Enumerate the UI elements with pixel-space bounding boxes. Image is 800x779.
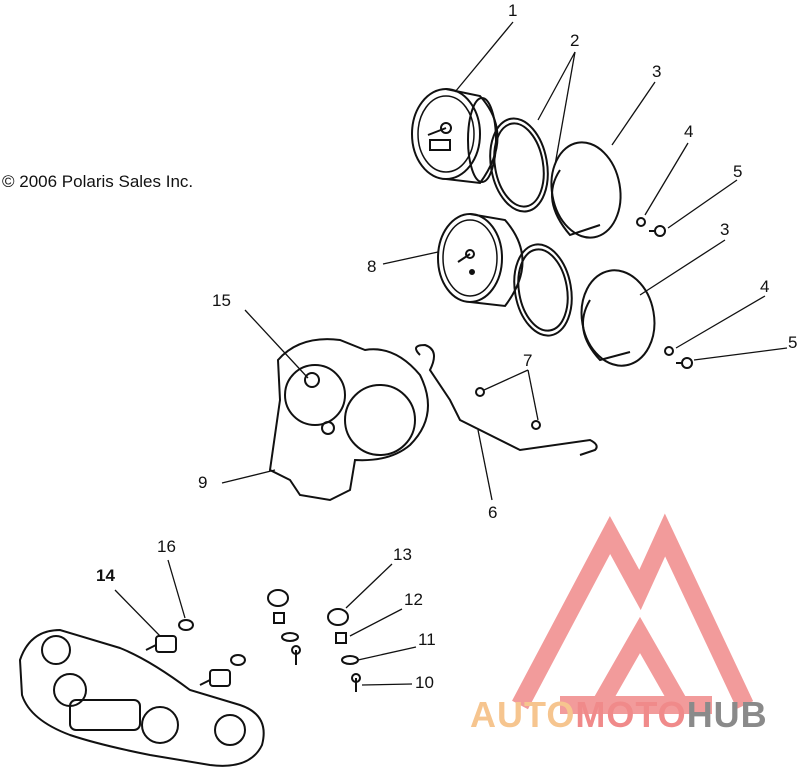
brand-moto: MOTO [575,694,687,735]
callout-10: 10 [415,673,434,692]
callout-15: 15 [212,291,231,310]
callout-16: 16 [157,537,176,556]
callout-4a: 4 [684,122,694,141]
washer-4b [664,346,674,356]
callout-3b: 3 [720,220,730,239]
callout-6: 6 [488,503,498,522]
clip-7b [531,420,541,430]
callout-4b: 4 [760,277,770,296]
callout-5b: 5 [788,333,798,352]
callout-5a: 5 [733,162,743,181]
callout-13: 13 [393,545,412,564]
callout-12: 12 [404,590,423,609]
callout-8: 8 [367,257,377,276]
clip-7a [475,387,485,397]
stud-14 [145,635,177,653]
gasket-2a [489,117,549,213]
copyright-notice: © 2006 Polaris Sales Inc. [2,172,194,191]
watermark-logo-icon [512,513,754,714]
cup-3a [550,141,622,239]
washer-4a [636,217,646,227]
screw-5a [649,225,666,237]
triple-clamp [18,628,265,767]
callout-9: 9 [198,473,208,492]
callout-1: 1 [508,1,518,20]
watermark-brand: AUTOMOTOHUB [470,694,768,736]
tachometer-gauge [437,213,524,308]
brand-hub: HUB [686,694,768,735]
gasket-2b [513,243,573,337]
cup-3b [580,269,656,367]
callout-2: 2 [570,31,580,50]
grommet-set-b [327,608,361,692]
screw-5b [676,357,693,369]
callout-14: 14 [96,566,115,585]
washer-16 [178,619,194,631]
stud-14b [199,669,231,687]
leader-lines [114,21,788,686]
brand-auto: AUTO [470,694,576,735]
gauge-bracket [268,338,429,502]
grommet-set-a [267,589,301,665]
callout-3a: 3 [652,62,662,81]
harness-wire [415,343,598,456]
callout-7: 7 [523,351,533,370]
callout-11: 11 [418,630,436,649]
speedometer-gauge [411,88,499,185]
